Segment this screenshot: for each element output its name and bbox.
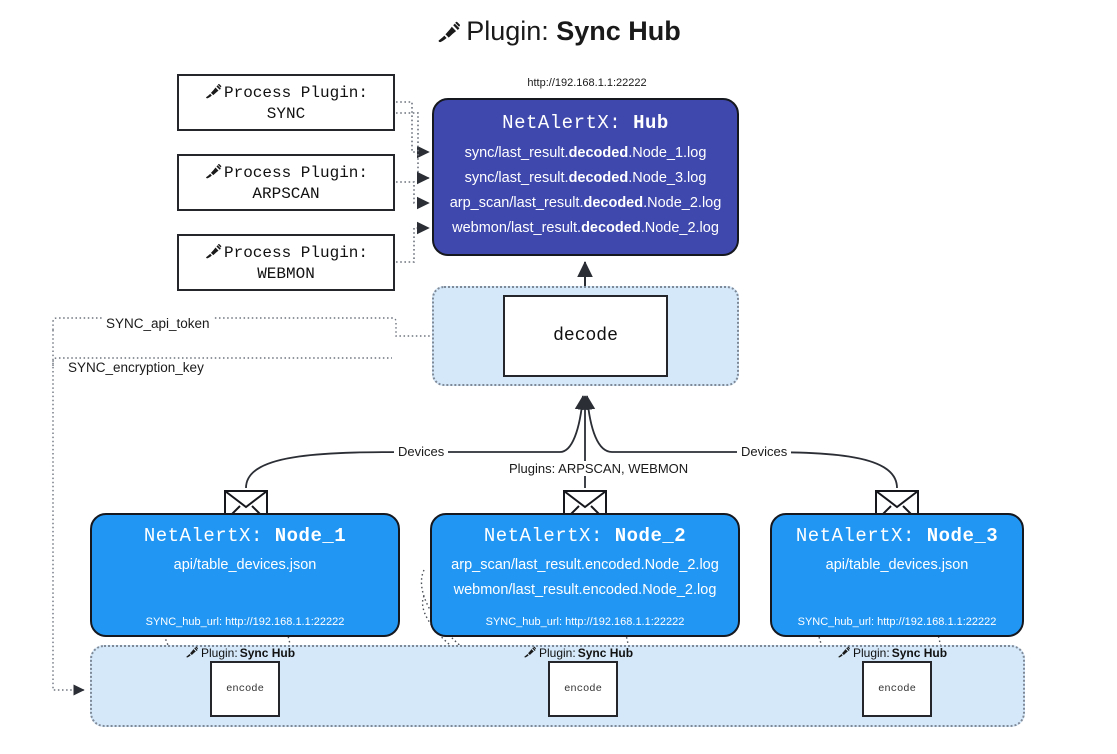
node-file-line: webmon/last_result.encoded.Node_2.log: [453, 582, 717, 598]
process-plugin-name: SYNC: [266, 105, 306, 123]
log-pre: webmon/last_result.: [452, 220, 582, 236]
node-title: NetAlertX: Node_2: [432, 525, 738, 547]
log-mid: decoded: [568, 170, 629, 186]
node-hub-url: SYNC_hub_url: http://192.168.1.1:22222: [772, 616, 1022, 628]
edge-label-devices-right: Devices: [737, 444, 792, 459]
plug-icon: [204, 242, 223, 264]
log-post: .Node_2.log: [640, 220, 719, 236]
log-pre: sync/last_result.: [464, 170, 569, 186]
process-plugin-title: Process Plugin:: [223, 164, 369, 182]
encode-box-node-1[interactable]: encode: [210, 661, 280, 717]
band-caption-name: Sync Hub: [891, 646, 948, 660]
process-plugin-name: WEBMON: [257, 265, 315, 283]
plug-icon: [204, 162, 223, 184]
title-name: Sync Hub: [556, 16, 681, 46]
hub-log-line: sync/last_result.decoded.Node_1.log: [434, 141, 737, 166]
node-name-label: Node_3: [926, 525, 999, 547]
node-1[interactable]: NetAlertX: Node_1 api/table_devices.json…: [90, 513, 400, 637]
plug-icon: [204, 82, 223, 104]
node-name-label: Node_1: [274, 525, 347, 547]
hub-url-key: SYNC_hub_url:: [145, 616, 226, 628]
hub-url-value: http://192.168.1.1:22222: [225, 616, 345, 628]
hub-log-line: webmon/last_result.decoded.Node_2.log: [434, 216, 737, 241]
plug-icon: [837, 645, 851, 661]
hub-node[interactable]: NetAlertX: Hub sync/last_result.decoded.…: [432, 98, 739, 256]
node-file-line: arp_scan/last_result.encoded.Node_2.log: [451, 557, 719, 573]
process-plugin-title: Process Plugin:: [223, 244, 369, 262]
process-plugin-heading: Process Plugin:: [204, 242, 368, 264]
page-title: Plugin: Sync Hub: [0, 16, 1117, 50]
plug-icon: [185, 645, 199, 661]
hub-name-label: Hub: [633, 112, 669, 134]
process-plugin-heading: Process Plugin:: [204, 82, 368, 104]
band-caption-prefix: Plugin:: [539, 646, 576, 660]
log-mid: decoded: [568, 145, 629, 161]
node-app-label: NetAlertX:: [483, 525, 615, 547]
plug-icon: [436, 19, 462, 50]
sync-api-token-label: SYNC_api_token: [103, 316, 213, 331]
log-mid: decoded: [583, 195, 644, 211]
band-caption-name: Sync Hub: [577, 646, 634, 660]
node-file-list: api/table_devices.json: [772, 553, 1022, 578]
node-hub-url: SYNC_hub_url: http://192.168.1.1:22222: [432, 616, 738, 628]
hub-log-list: sync/last_result.decoded.Node_1.log sync…: [434, 141, 737, 241]
hub-log-line: arp_scan/last_result.decoded.Node_2.log: [434, 191, 737, 216]
node-file-list: api/table_devices.json: [92, 553, 398, 578]
log-post: .Node_1.log: [628, 145, 707, 161]
title-prefix: Plugin:: [466, 16, 557, 46]
hub-url-key: SYNC_hub_url:: [797, 616, 878, 628]
process-plugin-name: ARPSCAN: [252, 185, 320, 203]
hub-log-line: sync/last_result.decoded.Node_3.log: [434, 166, 737, 191]
edge-label-devices-left: Devices: [394, 444, 449, 459]
node-title: NetAlertX: Node_1: [92, 525, 398, 547]
node-2[interactable]: NetAlertX: Node_2 arp_scan/last_result.e…: [430, 513, 740, 637]
process-plugin-webmon[interactable]: Process Plugin: WEBMON: [177, 234, 395, 291]
sync-encryption-key-label: SYNC_encryption_key: [65, 360, 207, 375]
band-caption-node-2: Plugin: Sync Hub: [523, 645, 633, 661]
band-caption-prefix: Plugin:: [853, 646, 890, 660]
node-file-line: api/table_devices.json: [173, 557, 317, 573]
hub-url-caption: http://192.168.1.1:22222: [527, 77, 647, 89]
band-caption-name: Sync Hub: [239, 646, 296, 660]
hub-url-value: http://192.168.1.1:22222: [565, 616, 685, 628]
node-title: NetAlertX: Node_3: [772, 525, 1022, 547]
hub-url-value: http://192.168.1.1:22222: [877, 616, 997, 628]
log-mid: decoded: [581, 220, 641, 236]
log-pre: sync/last_result.: [464, 145, 569, 161]
hub-url-key: SYNC_hub_url:: [485, 616, 566, 628]
node-file-list: arp_scan/last_result.encoded.Node_2.log …: [432, 553, 738, 603]
band-caption-node-3: Plugin: Sync Hub: [837, 645, 947, 661]
band-caption-node-1: Plugin: Sync Hub: [185, 645, 295, 661]
process-plugin-arpscan[interactable]: Process Plugin: ARPSCAN: [177, 154, 395, 211]
node-hub-url: SYNC_hub_url: http://192.168.1.1:22222: [92, 616, 398, 628]
node-name-label: Node_2: [614, 525, 687, 547]
edge-label-plugins: Plugins: ARPSCAN, WEBMON: [505, 461, 693, 476]
log-post: .Node_2.log: [643, 195, 722, 211]
process-plugin-title: Process Plugin:: [223, 84, 369, 102]
encode-box-node-2[interactable]: encode: [548, 661, 618, 717]
hub-app-label: NetAlertX:: [502, 112, 634, 134]
node-app-label: NetAlertX:: [143, 525, 275, 547]
node-3[interactable]: NetAlertX: Node_3 api/table_devices.json…: [770, 513, 1024, 637]
process-plugin-sync[interactable]: Process Plugin: SYNC: [177, 74, 395, 131]
node-file-line: api/table_devices.json: [825, 557, 969, 573]
process-plugin-heading: Process Plugin:: [204, 162, 368, 184]
log-post: .Node_3.log: [628, 170, 707, 186]
decode-box[interactable]: decode: [503, 295, 668, 377]
encode-box-node-3[interactable]: encode: [862, 661, 932, 717]
band-caption-prefix: Plugin:: [201, 646, 238, 660]
log-pre: arp_scan/last_result.: [449, 195, 584, 211]
hub-title: NetAlertX: Hub: [434, 112, 737, 134]
plug-icon: [523, 645, 537, 661]
node-app-label: NetAlertX:: [795, 525, 927, 547]
